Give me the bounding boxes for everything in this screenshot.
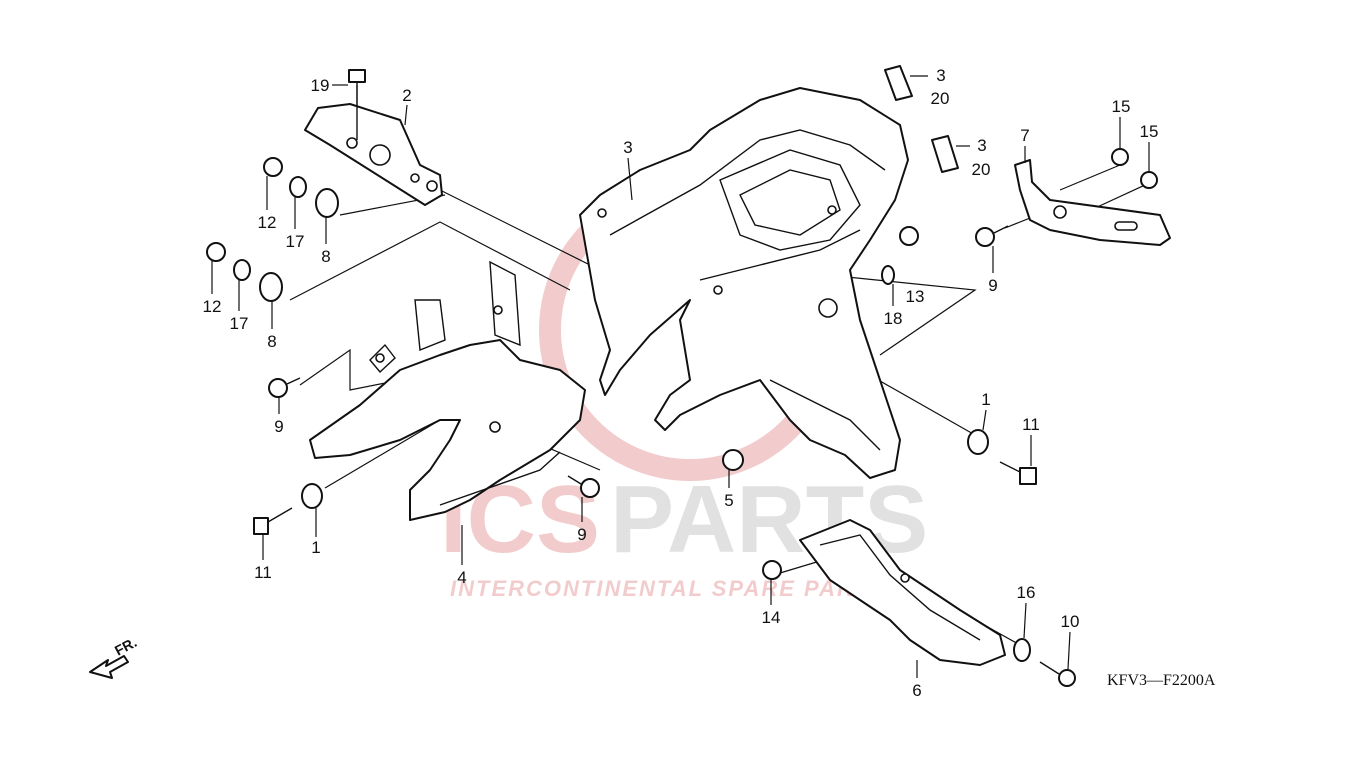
part-12-nut-lower[interactable] bbox=[206, 242, 226, 262]
part-14-bolt[interactable] bbox=[762, 560, 782, 580]
front-direction-arrow-icon: FR. bbox=[89, 634, 139, 679]
part-15-nut-a[interactable] bbox=[1111, 148, 1129, 166]
part-13-nut[interactable] bbox=[899, 226, 919, 246]
part-1-collar-left[interactable] bbox=[301, 483, 323, 509]
callout-14: 14 bbox=[762, 608, 781, 627]
part-9-bolt-right[interactable] bbox=[975, 225, 1009, 247]
callout-3: 3 bbox=[623, 138, 632, 157]
callout-12-lower: 12 bbox=[203, 297, 222, 316]
callout-17-lower: 17 bbox=[230, 314, 249, 333]
callout-9-left: 9 bbox=[274, 417, 283, 436]
part-5-clip[interactable] bbox=[722, 449, 744, 471]
callout-12-upper: 12 bbox=[258, 213, 277, 232]
callout-20-lower-pad: 20 bbox=[972, 160, 991, 179]
part-16-washer[interactable] bbox=[1013, 638, 1031, 662]
callout-6: 6 bbox=[912, 681, 921, 700]
callout-10: 10 bbox=[1061, 612, 1080, 631]
callout-18: 18 bbox=[884, 309, 903, 328]
part-8-grommet-lower[interactable] bbox=[259, 272, 283, 302]
callout-7: 7 bbox=[1020, 126, 1029, 145]
callout-13: 13 bbox=[906, 287, 925, 306]
callout-3-upper-pad: 3 bbox=[936, 66, 945, 85]
part-3-pad-upper[interactable] bbox=[884, 65, 913, 101]
callout-4: 4 bbox=[457, 568, 466, 587]
callout-labels: 19 2 3 3 20 3 20 7 15 15 12 17 8 12 17 8… bbox=[203, 66, 1159, 700]
part-9-bolt-center[interactable] bbox=[567, 475, 600, 498]
callout-16: 16 bbox=[1017, 583, 1036, 602]
part-11-bolt-left[interactable] bbox=[253, 507, 293, 535]
callout-20-upper-pad: 20 bbox=[931, 89, 950, 108]
callout-15-a: 15 bbox=[1112, 97, 1131, 116]
part-7-bracket[interactable] bbox=[1014, 159, 1171, 246]
part-6-lower-panel[interactable] bbox=[799, 519, 1006, 666]
part-12-nut-upper[interactable] bbox=[263, 157, 283, 177]
callout-1-left: 1 bbox=[311, 538, 320, 557]
part-9-bolt-left[interactable] bbox=[268, 377, 301, 398]
callout-11-right: 11 bbox=[1022, 415, 1040, 434]
part-3-rear-cowl[interactable] bbox=[579, 87, 909, 479]
part-17-washer-upper[interactable] bbox=[289, 176, 307, 198]
part-1-collar-right[interactable] bbox=[967, 429, 989, 455]
watermark-tagline: INTERCONTINENTAL SPARE PARTS bbox=[450, 576, 887, 601]
part-2-bracket[interactable] bbox=[304, 103, 443, 206]
part-8-grommet-upper[interactable] bbox=[315, 188, 339, 218]
callout-9-right: 9 bbox=[988, 276, 997, 295]
diagram-code: KFV3—F2200A bbox=[1107, 672, 1216, 689]
callout-3-lower-pad: 3 bbox=[977, 136, 986, 155]
callout-8-upper: 8 bbox=[321, 247, 330, 266]
callout-2: 2 bbox=[402, 86, 411, 105]
part-18-washer[interactable] bbox=[881, 265, 895, 285]
part-4-inner-fender[interactable] bbox=[309, 260, 586, 521]
callout-ticks bbox=[211, 75, 1150, 678]
callout-5: 5 bbox=[724, 491, 733, 510]
callout-17-upper: 17 bbox=[286, 232, 305, 251]
part-17-washer-lower[interactable] bbox=[233, 259, 251, 281]
callout-9-center: 9 bbox=[577, 525, 586, 544]
part-19-bolt[interactable] bbox=[348, 69, 366, 140]
part-11-bolt-right[interactable] bbox=[999, 461, 1037, 485]
callout-8-lower: 8 bbox=[267, 332, 276, 351]
callout-11-left: 11 bbox=[254, 563, 272, 582]
part-3-pad-lower[interactable] bbox=[931, 135, 959, 173]
front-direction-label: FR. bbox=[112, 634, 139, 659]
part-15-nut-b[interactable] bbox=[1140, 171, 1158, 189]
callout-19: 19 bbox=[311, 76, 330, 95]
part-10-screw[interactable] bbox=[1039, 661, 1076, 687]
callout-1-right: 1 bbox=[981, 390, 990, 409]
callout-15-b: 15 bbox=[1140, 122, 1159, 141]
